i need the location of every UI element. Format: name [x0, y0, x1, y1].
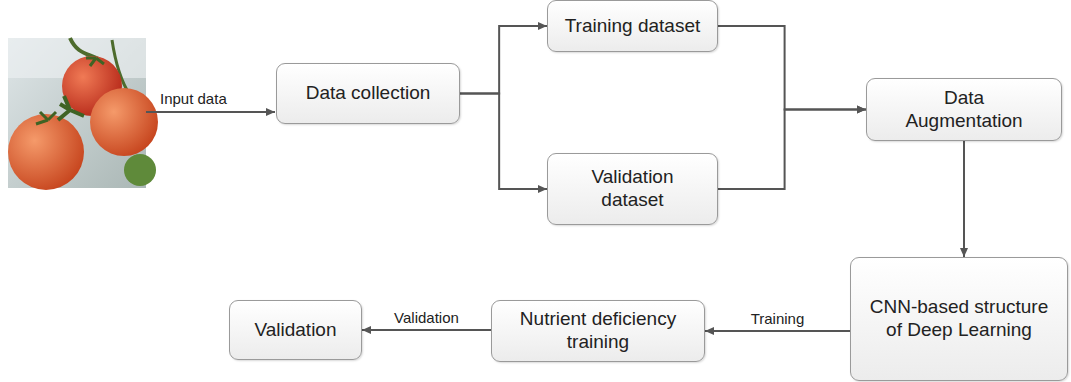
process-box: Validation	[229, 300, 362, 360]
flow-arrow	[362, 329, 491, 331]
process-box: Data collection	[276, 63, 460, 124]
arrow-label: Training	[749, 310, 807, 328]
flow-arrow	[460, 94, 547, 190]
flow-arrow	[718, 110, 866, 190]
arrow-label: Input data	[158, 90, 229, 108]
process-box: Data Augmentation	[866, 78, 1062, 141]
process-box: Validation dataset	[547, 153, 718, 225]
box-label: Data Augmentation	[889, 87, 1039, 133]
box-label: Nutrient deficiency training	[506, 308, 691, 354]
box-label: CNN-based structure of Deep Learning	[864, 296, 1054, 342]
box-label: Data collection	[306, 82, 431, 105]
box-label: Validation dataset	[568, 166, 698, 212]
flow-arrow	[963, 141, 965, 257]
box-label: Validation	[254, 319, 336, 342]
process-box: Training dataset	[547, 0, 718, 52]
flow-arrow	[718, 26, 866, 110]
flow-arrow	[705, 330, 850, 332]
input-arrow	[146, 111, 275, 113]
box-label: Training dataset	[565, 15, 701, 38]
arrow-label: Validation	[392, 309, 461, 327]
process-box: CNN-based structure of Deep Learning	[850, 257, 1068, 381]
process-box: Nutrient deficiency training	[491, 300, 705, 362]
flow-arrow	[460, 26, 547, 94]
